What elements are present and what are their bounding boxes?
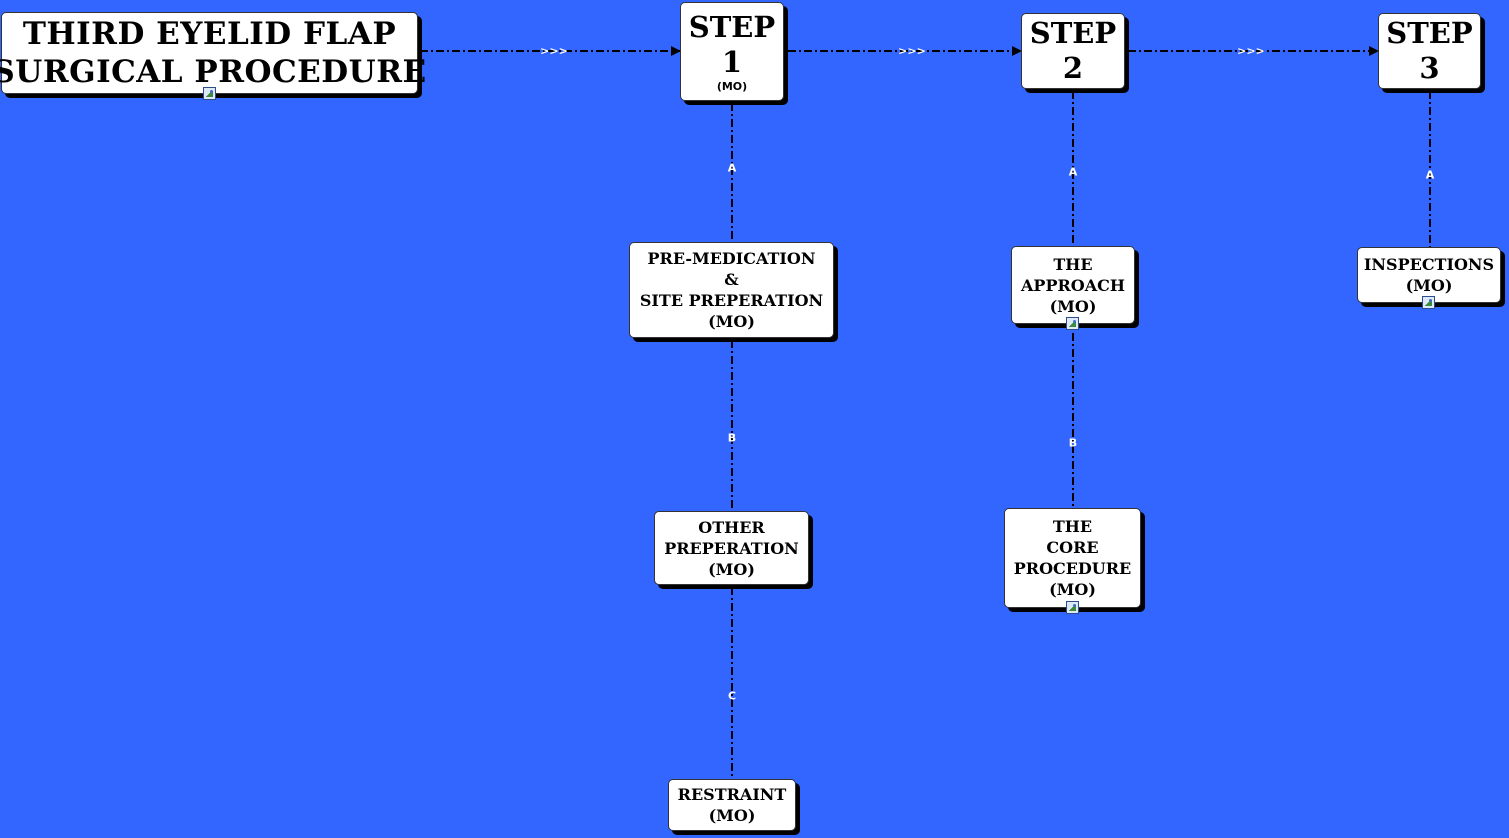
other-preperation-line-2: PREPERATION (664, 538, 799, 558)
approach-line-1: THE (1053, 254, 1093, 274)
restraint-line-1: RESTRAINT (677, 785, 787, 804)
step-1-node[interactable]: STEP 1 (MO) (680, 2, 784, 101)
premedication-line-2: & (724, 270, 739, 289)
edge-label-step1-a: A (727, 161, 737, 175)
core-procedure-line-4: (MO) (1049, 580, 1096, 599)
other-preperation-node[interactable]: OTHER PREPERATION (MO) (654, 511, 809, 585)
edge-label-step3-a: A (1425, 168, 1435, 182)
approach-line-2: APPROACH (1021, 275, 1125, 295)
edge-label-step2-a: A (1068, 165, 1078, 179)
premedication-line-4: (MO) (708, 312, 755, 331)
step-3-word: STEP (1386, 15, 1473, 50)
edge-label-step2-b: B (1068, 436, 1078, 450)
other-preperation-line-3: (MO) (708, 559, 755, 579)
premedication-line-3: SITE PREPERATION (639, 291, 824, 310)
title-line-2: SURGICAL PROCEDURE (0, 54, 427, 90)
edge-label-step1-b: B (727, 431, 737, 445)
core-procedure-line-1: THE (1052, 517, 1093, 536)
image-link-icon[interactable] (202, 87, 216, 100)
restraint-line-2: (MO) (708, 806, 756, 825)
core-procedure-node[interactable]: THE CORE PROCEDURE (MO) (1004, 508, 1141, 614)
step-2-number: 2 (1062, 50, 1084, 85)
core-procedure-line-2: CORE (1046, 538, 1099, 557)
title-node[interactable]: THIRD EYELID FLAP SURGICAL PROCEDURE (0, 12, 426, 100)
step-1-subtitle: (MO) (716, 79, 748, 93)
image-link-icon[interactable] (1422, 296, 1435, 309)
premedication-node[interactable]: PRE-MEDICATION & SITE PREPERATION (MO) (629, 242, 834, 338)
step-2-word: STEP (1029, 15, 1117, 50)
flow-label-2: >>> (898, 44, 926, 58)
image-link-icon[interactable] (1065, 601, 1079, 614)
step-2-node[interactable]: STEP 2 (1021, 13, 1125, 89)
core-procedure-line-3: PROCEDURE (1013, 559, 1132, 578)
flow-label-1: >>> (540, 44, 568, 58)
premedication-line-1: PRE-MEDICATION (647, 249, 816, 268)
inspections-line-2: (MO) (1405, 276, 1453, 295)
step-1-word: STEP (688, 9, 776, 44)
inspections-node[interactable]: INSPECTIONS (MO) (1357, 247, 1501, 309)
approach-node[interactable]: THE APPROACH (MO) (1011, 246, 1135, 330)
title-line-1: THIRD EYELID FLAP (22, 16, 397, 52)
edge-label-step1-c: C (727, 689, 737, 703)
inspections-line-1: INSPECTIONS (1363, 255, 1495, 274)
approach-line-3: (MO) (1049, 296, 1097, 316)
step-1-number: 1 (721, 44, 743, 79)
other-preperation-line-1: OTHER (698, 517, 765, 537)
restraint-node[interactable]: RESTRAINT (MO) (668, 779, 796, 831)
flow-label-3: >>> (1237, 44, 1265, 58)
step-3-number: 3 (1419, 50, 1440, 85)
image-link-icon[interactable] (1066, 317, 1079, 330)
step-3-node[interactable]: STEP 3 (1378, 13, 1481, 89)
